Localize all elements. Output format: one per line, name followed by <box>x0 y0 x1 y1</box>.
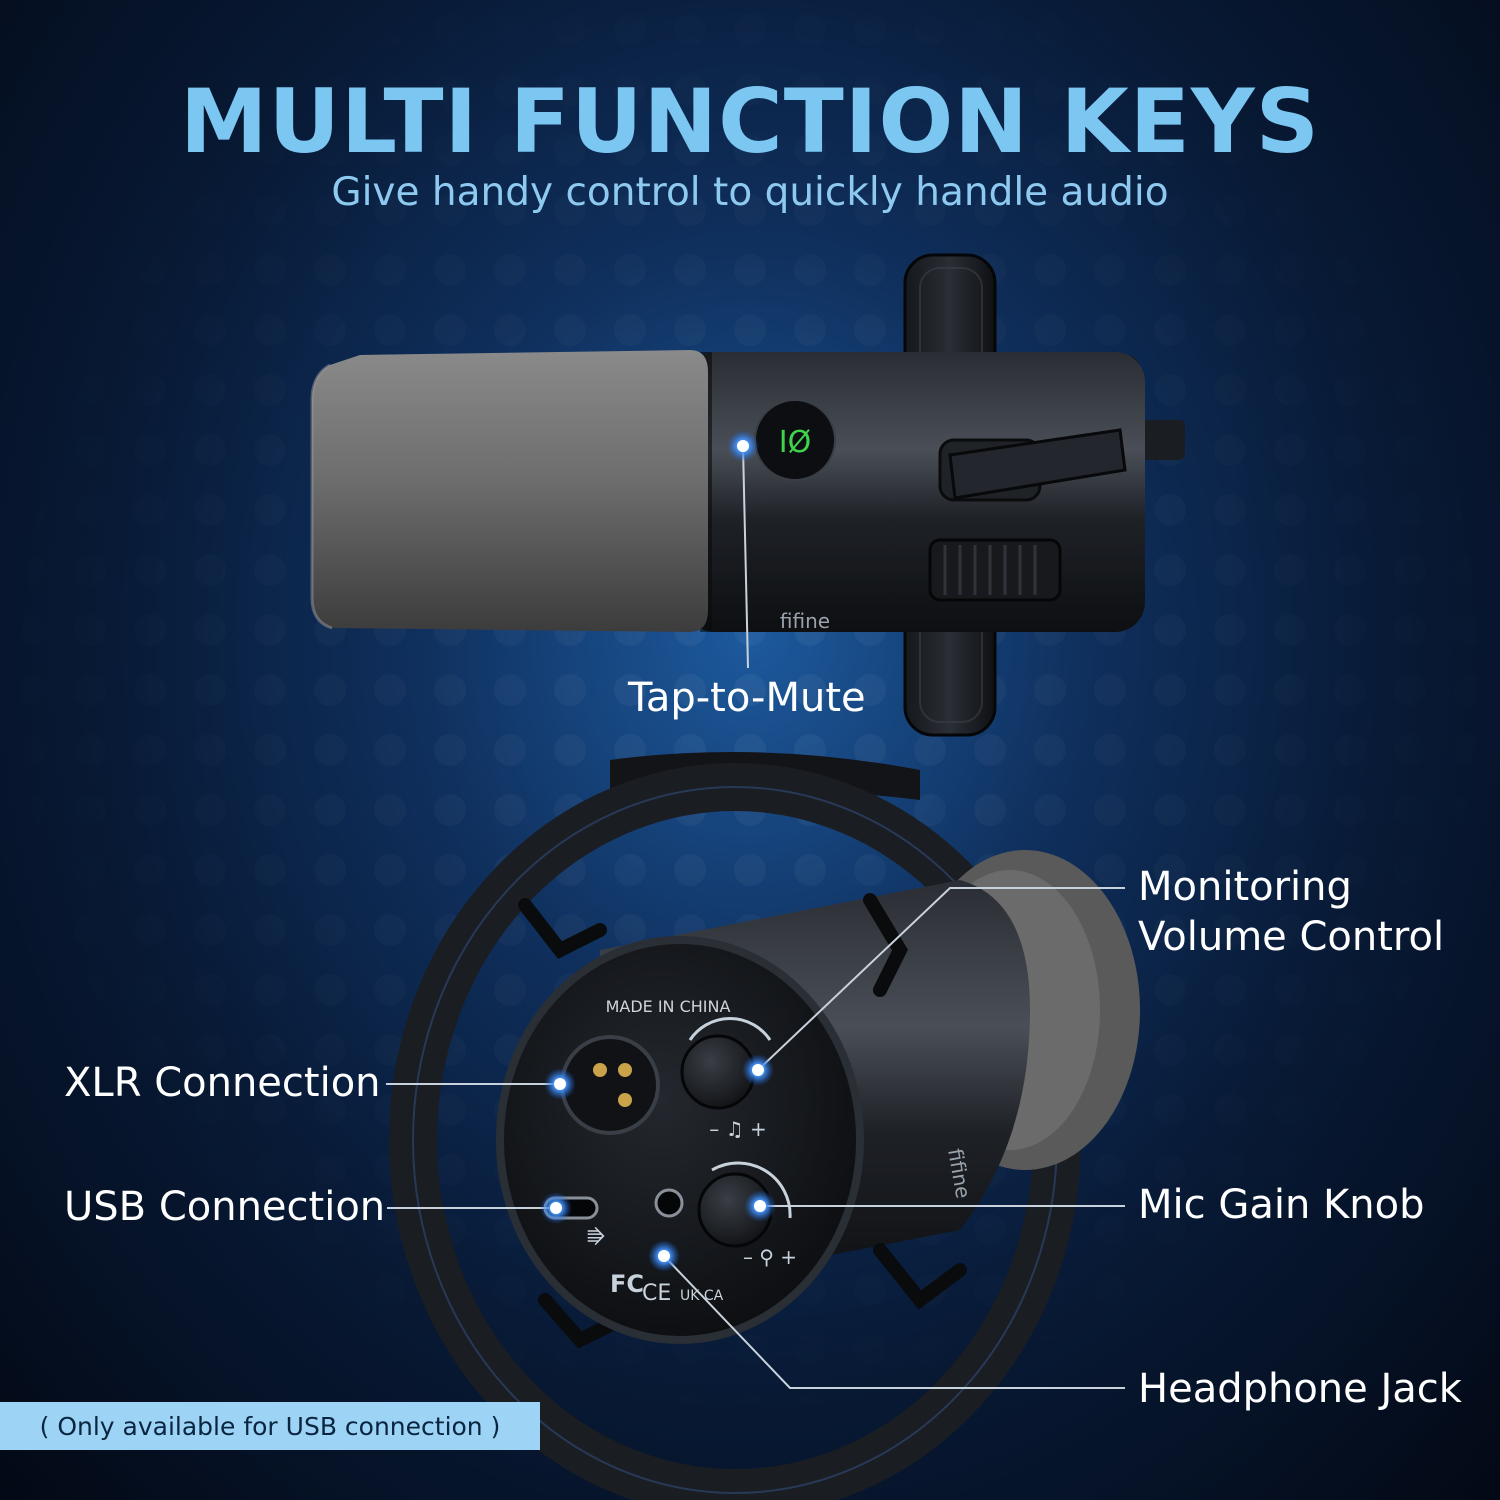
leader-lines <box>386 887 1125 1389</box>
made-in-china-marking: MADE IN CHINA <box>606 997 731 1016</box>
fc-mark: FC <box>610 1270 644 1298</box>
headphone-jack-label: Headphone Jack <box>1138 1366 1462 1412</box>
page-title: MULTI FUNCTION KEYS <box>179 70 1320 173</box>
monitoring-label-line2: Volume Control <box>1138 914 1445 960</box>
monitoring-label: Monitoring Volume Control <box>1138 862 1444 962</box>
page-subtitle: Give handy control to quickly handle aud… <box>331 170 1169 215</box>
headphone-icon: – ♫ + <box>709 1117 766 1141</box>
microphone-side-view: IØ fifine <box>310 253 1185 737</box>
mic-gain-label: Mic Gain Knob <box>1138 1182 1425 1228</box>
callout-markers <box>540 1054 776 1272</box>
mute-icon: IØ <box>779 425 811 460</box>
monitoring-label-line1: Monitoring <box>1138 864 1352 910</box>
usb-icon: ⭆ <box>587 1225 605 1249</box>
ce-mark: CE <box>642 1281 671 1306</box>
usb-connection-label: USB Connection <box>64 1184 386 1230</box>
microphone-rear-view: MADE IN CHINA – ♫ + ⭆ – ⚲ + FC CE UK CA … <box>389 752 1140 1500</box>
tap-to-mute-label: Tap-to-Mute <box>628 675 866 721</box>
headphone-jack <box>654 1188 684 1218</box>
brand-logo: fifine <box>780 609 830 633</box>
microphone-icon: – ⚲ + <box>743 1245 797 1269</box>
xlr-connection-label: XLR Connection <box>64 1060 381 1106</box>
xlr-port <box>560 1035 660 1135</box>
usb-only-footnote: ( Only available for USB connection ) <box>0 1402 540 1450</box>
